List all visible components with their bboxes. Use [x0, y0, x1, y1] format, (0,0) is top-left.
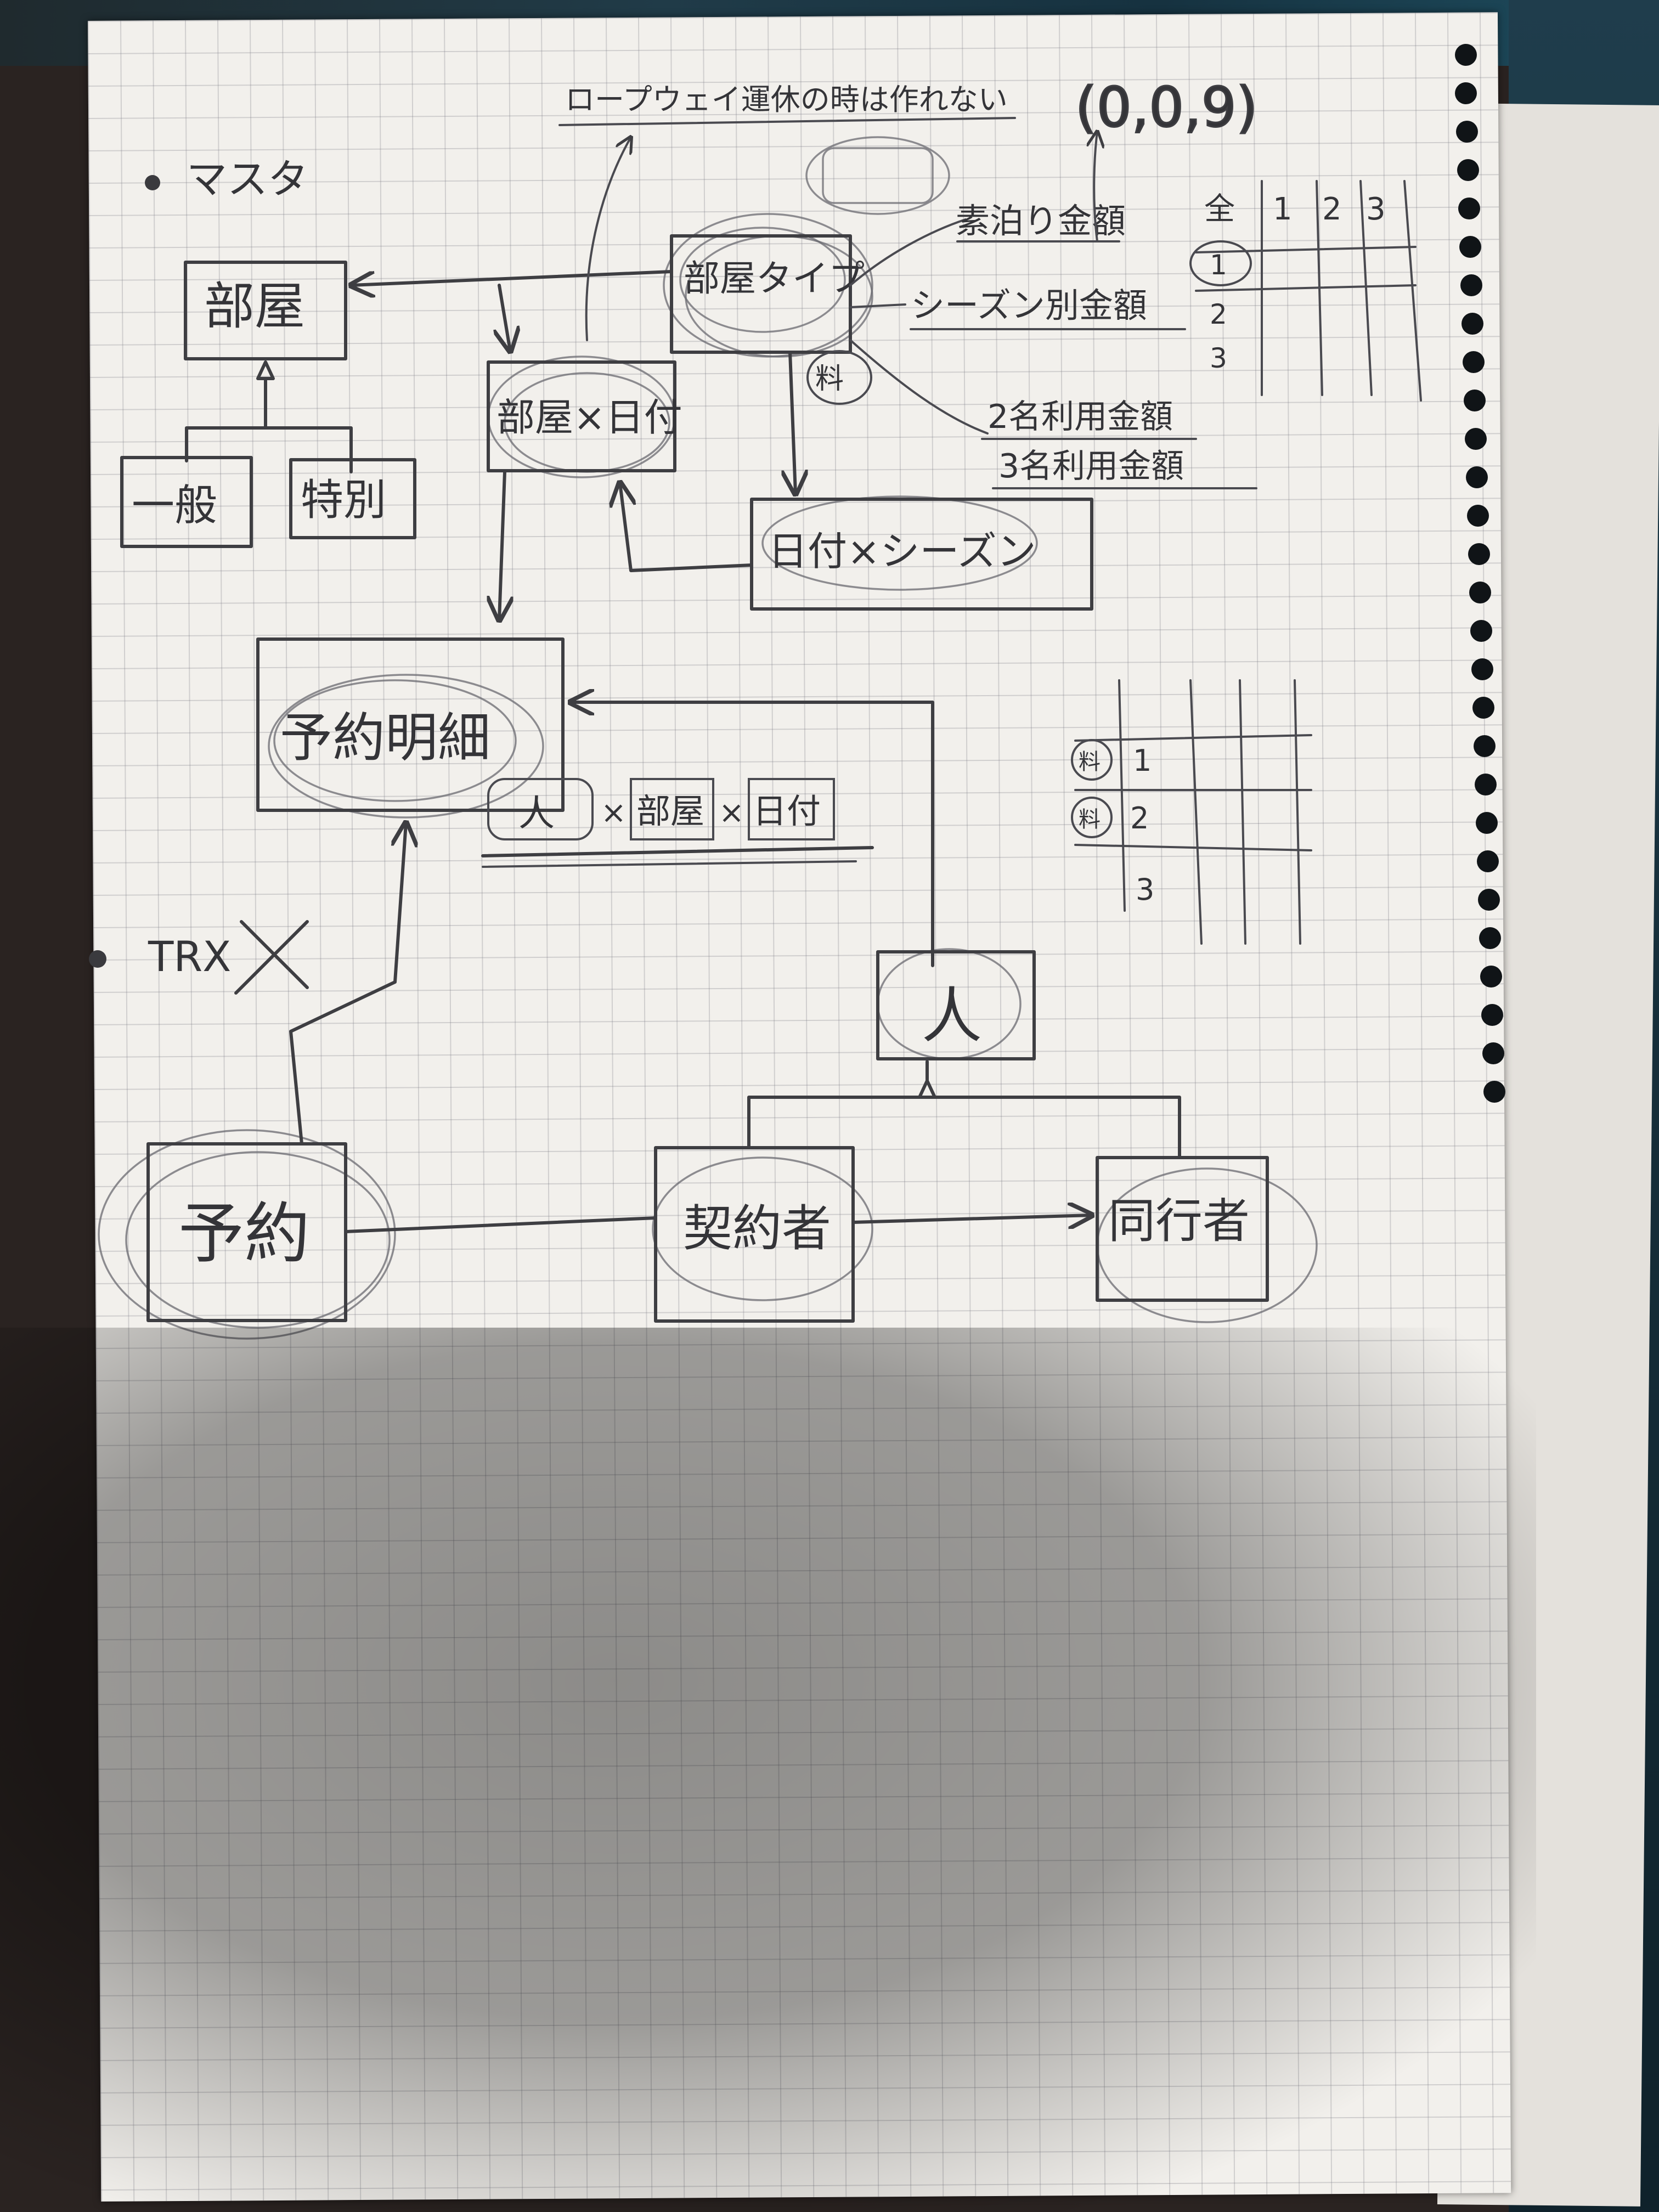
mini-table-top-row-0: 1: [1210, 249, 1227, 281]
detail-key-sep-1: ×: [601, 795, 627, 831]
room-type-tag: 料: [815, 363, 844, 396]
mini-table-top-row-2: 3: [1210, 342, 1227, 374]
entity-date-season-label: 日付×シーズン: [768, 528, 1036, 574]
mini-table-top-row-1: 2: [1210, 298, 1227, 330]
edge-roomtype-room: [351, 270, 673, 285]
detail-key-sep-2: ×: [719, 795, 744, 831]
mini-table-right: 1 2 3 料 料: [1071, 679, 1312, 945]
note-top: ロープウェイ運休の時は作れない: [565, 82, 1008, 117]
detail-key-room: 部屋: [636, 791, 704, 831]
mini-table-right-row-2: 3: [1136, 872, 1154, 907]
mini-table-right-row-1: 2: [1130, 801, 1149, 836]
entity-date-season: 日付×シーズン: [750, 495, 1093, 611]
entity-special-label: 特別: [301, 476, 386, 525]
master-bullet: [145, 175, 160, 190]
mini-table-right-row-0: 1: [1133, 743, 1152, 778]
entity-reservation: 予約: [98, 1129, 396, 1340]
detail-key-date: 日付: [753, 791, 821, 831]
entity-reservation-detail-label: 予約明細: [280, 707, 490, 769]
note-price-per-room: 素泊り金額: [956, 201, 1126, 241]
inheritance-triangle-room: [256, 360, 275, 380]
entity-companion-label: 同行者: [1108, 1194, 1250, 1249]
entity-room: 部屋: [184, 261, 347, 360]
entity-room-date-label: 部屋×日付: [496, 395, 682, 440]
detail-composite-key: 人 × 部屋 × 日付: [481, 778, 874, 868]
mini-table-right-mark-0: 料: [1079, 749, 1101, 775]
entity-contractor: 契約者: [652, 1146, 873, 1323]
edge-reservation-contractor: [344, 1216, 657, 1233]
entity-room-date: 部屋×日付: [487, 356, 682, 478]
mini-table-top-header-0: 全: [1204, 191, 1235, 227]
entity-person: 人: [876, 948, 1036, 1060]
note-two-person: 2名利用金額: [988, 398, 1173, 436]
edge-reservation-detail: [289, 823, 406, 1146]
entity-contractor-label: 契約者: [683, 1200, 831, 1257]
entity-room-type-label: 部屋タイプ: [684, 257, 865, 300]
section-trx-label: TRX: [148, 932, 231, 981]
edge-person-detail: [571, 702, 934, 967]
entity-room-label: 部屋: [204, 277, 305, 336]
detail-key-person: 人: [518, 792, 555, 834]
note-top-formula: (0,0,9): [1075, 75, 1257, 139]
entity-person-label: 人: [922, 981, 982, 1051]
entity-special: 特別: [289, 458, 416, 539]
mini-table-top-header-2: 2: [1322, 191, 1342, 227]
mini-table-top-header-3: 3: [1366, 191, 1386, 227]
edge-dateseason-roomdate: [620, 483, 753, 572]
edge-contractor-companion: [851, 1215, 1092, 1222]
entity-general: 一般: [120, 456, 253, 548]
trx-bullet: [89, 950, 106, 968]
edge-to-room-date: [499, 284, 510, 351]
mini-table-right-mark-1: 料: [1079, 807, 1101, 832]
mini-table-top-header-1: 1: [1273, 191, 1293, 227]
entity-reservation-label: 予約: [178, 1196, 310, 1272]
entity-reservation-detail: 予約明細: [256, 637, 565, 819]
spiral-holes: [1455, 44, 1505, 1103]
entity-general-label: 一般: [132, 481, 217, 531]
edge-roomdate-detail: [499, 470, 505, 620]
entity-room-type: 部屋タイプ 料: [663, 213, 873, 405]
section-master-label: マスタ: [187, 156, 308, 203]
mini-table-top: 全 1 2 3 1 2 3: [1189, 180, 1422, 402]
note-season-price: シーズン別金額: [911, 285, 1147, 325]
entity-companion: 同行者: [1096, 1156, 1318, 1323]
edge-roomtype-dateseason: [790, 351, 795, 494]
inheritance-triangle-person: [918, 1079, 936, 1099]
note-three-person: 3名利用金額: [998, 447, 1184, 486]
